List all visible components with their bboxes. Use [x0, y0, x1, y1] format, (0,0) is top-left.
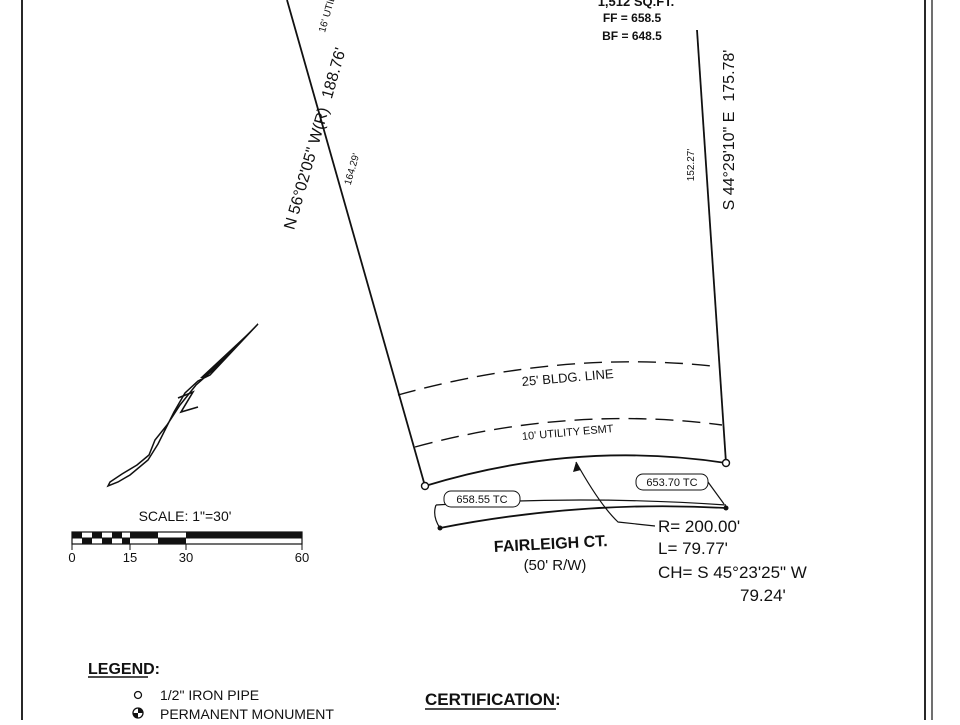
curve-chord-distance: 79.24': [740, 586, 786, 605]
west-property-line: [286, 0, 426, 487]
finished-floor-label: FF = 658.5: [603, 11, 662, 25]
scale-tick-0: 0: [68, 550, 75, 565]
east-boundary-label: S 44°29'10" E175.78': [721, 50, 738, 211]
curve-length: L= 79.77': [658, 539, 728, 558]
north-arrow-icon: [106, 323, 259, 488]
basement-floor-label: BF = 648.5: [602, 29, 662, 43]
utility-easement-line: [414, 417, 723, 448]
building-setback-line: [397, 361, 713, 396]
curb-line-bottom: [439, 505, 727, 529]
legend-title: LEGEND:: [88, 661, 160, 678]
curve-data-leader: [575, 461, 656, 527]
curb-elevation-east: 653.70 TC: [646, 477, 697, 489]
front-lot-line-arc: [424, 454, 727, 487]
east-inner-distance: 152.27': [686, 149, 697, 182]
west-inner-distance: 164.29': [343, 152, 363, 186]
utility-easement-partial: 16' UTIL: [317, 0, 338, 34]
curve-leader-arrowhead: [573, 462, 581, 472]
scale-tick-15: 15: [123, 550, 137, 565]
legend-item-permanent-monument: PERMANENT MONUMENT: [160, 706, 334, 720]
curb-elevation-west-box: [443, 490, 521, 508]
iron-pipe-icon: [133, 690, 143, 700]
utility-easement-label: 10' UTILITY ESMT: [522, 423, 615, 443]
scale-tick-60: 60: [295, 550, 309, 565]
building-line-label: 25' BLDG. LINE: [521, 366, 614, 389]
east-property-line: [696, 29, 727, 464]
scale-label: SCALE: 1"=30': [139, 508, 232, 524]
curb-return-west: [434, 504, 441, 529]
legend-item-iron-pipe: 1/2" IRON PIPE: [160, 687, 259, 703]
certification-title: CERTIFICATION:: [425, 690, 561, 709]
curb-point-west: [437, 525, 443, 531]
lot-area-label: 1,512 SQ.FT.: [598, 0, 675, 9]
curb-point-east: [723, 505, 729, 511]
scale-bar: [71, 531, 303, 550]
curb-elevation-east-leader: [707, 481, 725, 505]
curb-elevation-west: 658.55 TC: [456, 494, 507, 506]
curve-chord-bearing: CH= S 45°23'25" W: [658, 563, 807, 582]
iron-pipe-marker-east: [721, 458, 731, 468]
scale-tick-30: 30: [179, 550, 193, 565]
curve-radius: R= 200.00': [658, 517, 740, 536]
iron-pipe-marker-west: [420, 481, 430, 491]
street-name: FAIRLEIGH CT.: [494, 533, 609, 556]
west-boundary-label: N 56°02'05" W(R)188.76': [282, 46, 350, 232]
street-right-of-way: (50' R/W): [524, 557, 587, 574]
permanent-monument-icon: [132, 707, 144, 719]
